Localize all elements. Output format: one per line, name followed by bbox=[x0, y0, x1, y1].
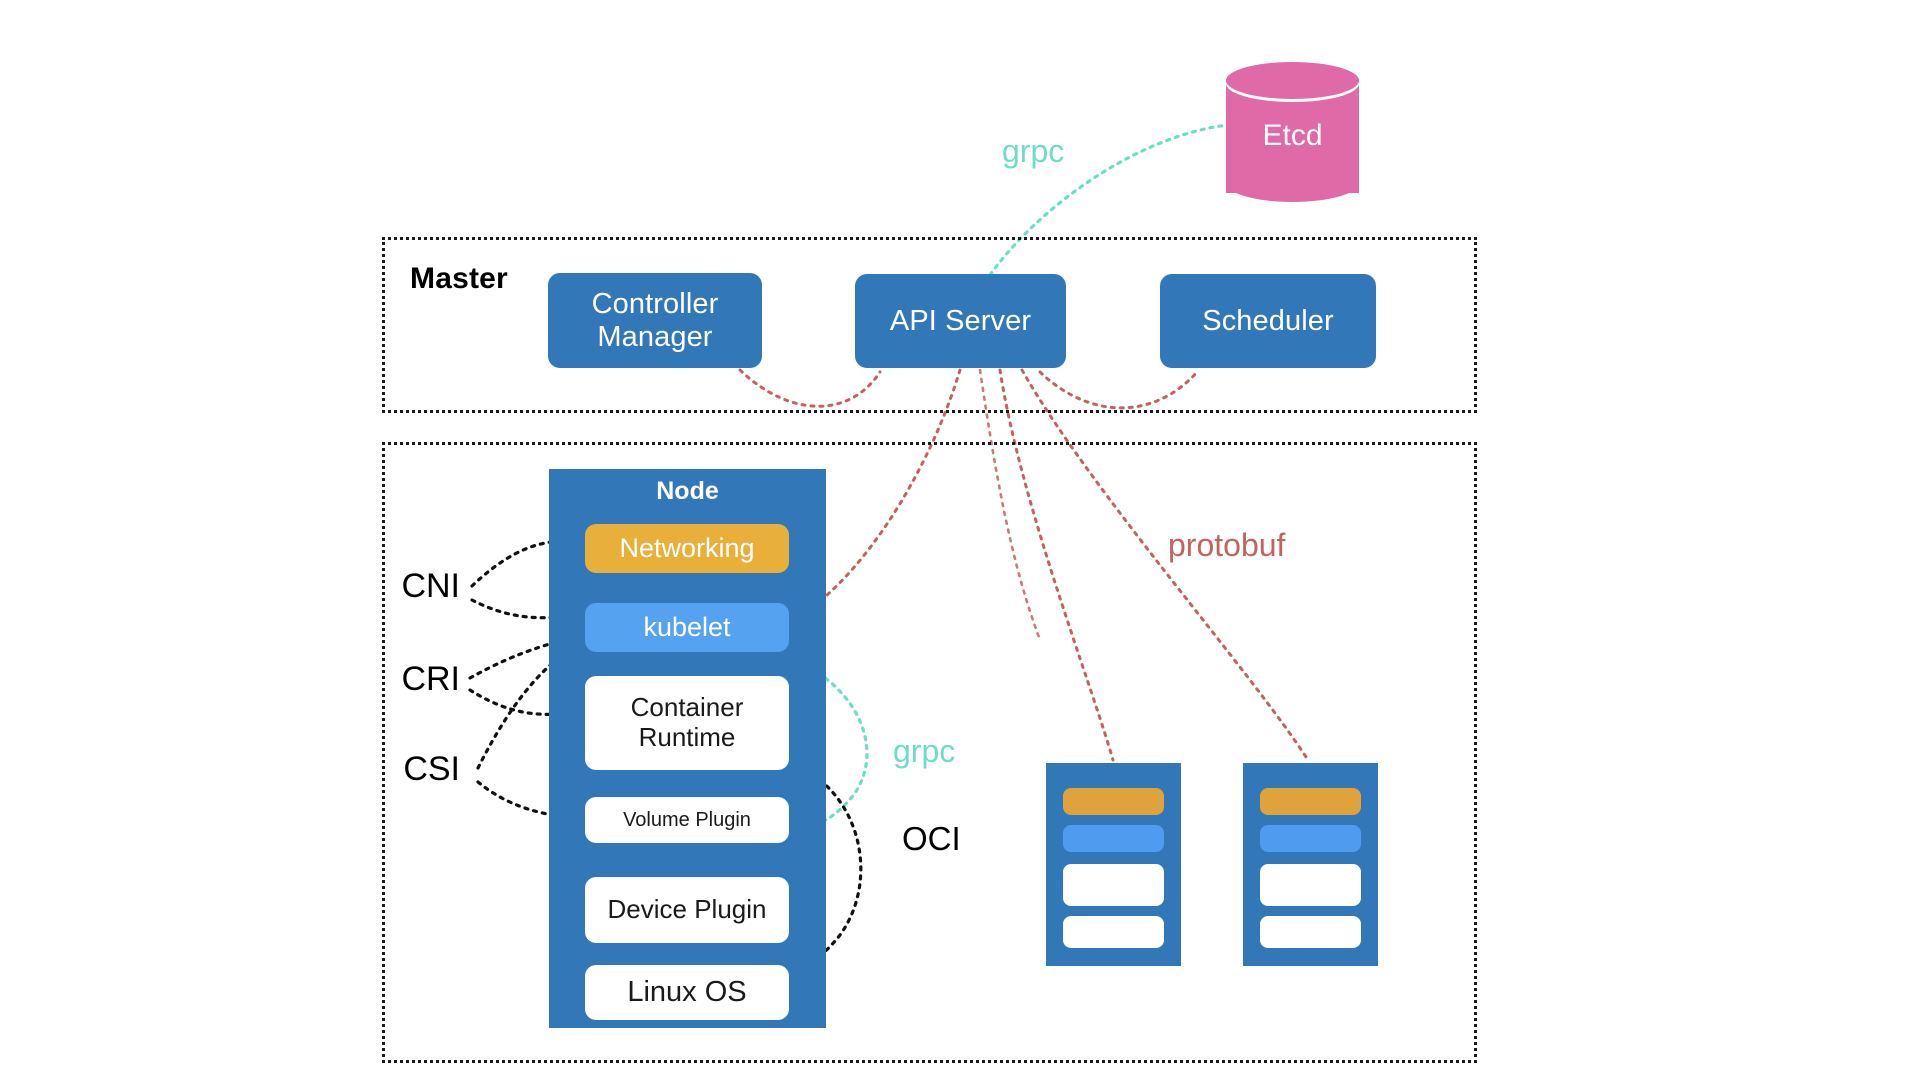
interface-label-cni: CNI bbox=[401, 567, 460, 605]
pod-bar-container-2 bbox=[1063, 916, 1164, 948]
etcd-cylinder[interactable] bbox=[1226, 62, 1359, 210]
node-item-container-runtime[interactable]: Container Runtime bbox=[585, 676, 789, 770]
component-api-server[interactable]: API Server bbox=[855, 274, 1066, 368]
etcd-cylinder-top bbox=[1226, 62, 1359, 99]
node-group-container bbox=[382, 442, 1477, 1063]
node-item-linux-os[interactable]: Linux OS bbox=[585, 965, 789, 1020]
protocol-label-oci: OCI bbox=[902, 820, 961, 857]
node-item-device-plugin[interactable]: Device Plugin bbox=[585, 877, 789, 943]
node-title: Node bbox=[656, 477, 719, 505]
protocol-label-grpc-runtime: grpc bbox=[893, 733, 956, 769]
interface-label-csi: CSI bbox=[403, 750, 460, 788]
pod-bar-container-1 bbox=[1260, 864, 1361, 906]
pod-box-1[interactable] bbox=[1046, 763, 1181, 966]
pod-bar-container-2 bbox=[1260, 916, 1361, 948]
component-scheduler[interactable]: Scheduler bbox=[1160, 274, 1376, 368]
node-item-volume-plugin[interactable]: Volume Plugin bbox=[585, 797, 789, 843]
protocol-label-grpc-etcd: grpc bbox=[1002, 133, 1065, 169]
pod-bar-kubelet bbox=[1063, 825, 1164, 852]
pod-bar-networking bbox=[1260, 788, 1361, 815]
master-group-title: Master bbox=[410, 262, 508, 295]
protocol-label-protobuf: protobuf bbox=[1168, 527, 1286, 563]
node-item-networking[interactable]: Networking bbox=[585, 524, 789, 573]
node-item-kubelet[interactable]: kubelet bbox=[585, 603, 789, 652]
interface-label-cri: CRI bbox=[401, 660, 460, 698]
master-group-container bbox=[382, 237, 1477, 413]
pod-bar-kubelet bbox=[1260, 825, 1361, 852]
pod-bar-container-1 bbox=[1063, 864, 1164, 906]
pod-bar-networking bbox=[1063, 788, 1164, 815]
pod-box-2[interactable] bbox=[1243, 763, 1378, 966]
component-controller-manager[interactable]: Controller Manager bbox=[548, 273, 762, 368]
etcd-label: Etcd bbox=[1262, 119, 1323, 152]
